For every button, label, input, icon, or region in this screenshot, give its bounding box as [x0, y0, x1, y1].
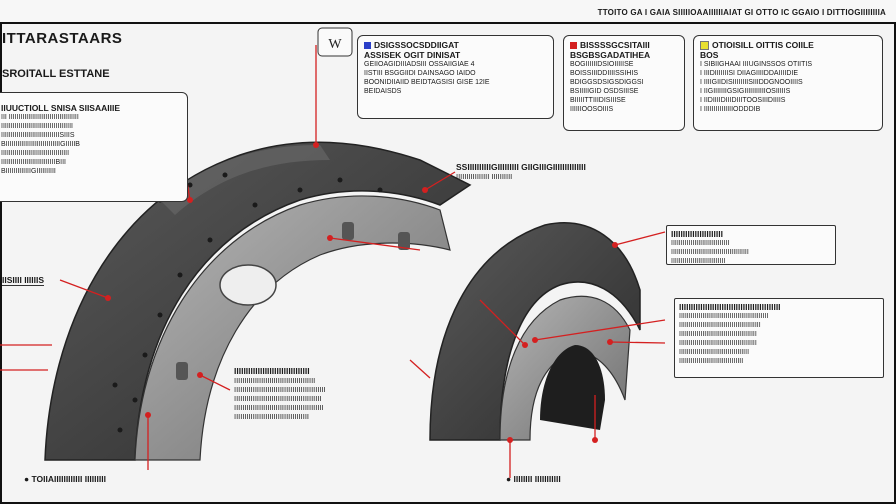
web-clip-3 [176, 362, 188, 380]
bottom-center-line: IIIIIIIIIIIIIIIIIIIIIIIIIIIIIIIIIIIIIIII… [234, 403, 324, 412]
box3-heading-1: OTIOISILL OITTIS COIILE [712, 40, 814, 50]
right2-line: IIIIIIIIIIIIIIIIIIIIIIIIIIIIIIIII [679, 358, 744, 365]
box3-heading-2: BOS [700, 50, 719, 61]
box2-line: BDIGGSDSIGSDIGGSI [570, 79, 644, 86]
right1-line: IIIIIIIIIIIIIIIIIIIIIIIIIIIIII [671, 240, 730, 247]
logo-stamp [317, 27, 353, 57]
right1-line: IIIIIIIIIIIIIIIIIIIIIIIIIIII [671, 258, 726, 265]
web-clip-1 [342, 222, 354, 240]
bottom-center-heading: IIIIIIIIIIIIIIIIIIIIIIIIIIIIIIII [234, 366, 310, 376]
box3-line: I IIIIGIIDISIIIIIIIISIIIDDGNOOIIIIS [700, 79, 803, 87]
box2-heading-2: BSGBSGADATIHEA [570, 50, 651, 60]
right2-line: IIIIIIIIIIIIIIIIIIIIIIIIIIIIIIIIIIIIIIII… [679, 313, 769, 320]
box1-line: GEIIOAGIDIIIADSIII OSSAIIGIAE 4 [364, 61, 475, 68]
box1-line: BEIDAISDS [364, 88, 402, 95]
right1-heading: IIIIIIIIIIIIIIIIIIIIII [671, 229, 723, 239]
page-title: ITTARASTAARS [2, 30, 123, 47]
bottom-center-line: IIIIIIIIIIIIIIIIIIIIIIIIIIIIIIIIIIIIIIII… [234, 394, 322, 403]
bottom-center-line: IIIIIIIIIIIIIIIIIIIIIIIIIIIIIIIIIIII [234, 412, 310, 421]
leader-lines [0, 45, 666, 478]
left-label-box: IIUUCTIOLL SNISA SIISAAIIIE III IIIIIIII… [0, 92, 188, 202]
box1-heading-1: DSIGSSOCSDDIIGAT [374, 40, 459, 50]
left-label-line: III IIIIIIIIIIIIIIIIIIIIIIIIIIIIIIIIIIII [1, 114, 79, 121]
right2-heading: IIIIIIIIIIIIIIIIIIIIIIIIIIIIIIIIIIIIIIII… [679, 302, 781, 312]
right-label-box-2: IIIIIIIIIIIIIIIIIIIIIIIIIIIIIIIIIIIIIIII… [674, 298, 884, 378]
info-box-3: OTIOISILL OITTIS COIILE BOS I SIBIIGHAAI… [693, 35, 883, 131]
left-callout-label: IISIIII IIIIIIS [2, 275, 45, 286]
left-label-line: IIIIIIIIIIIIIIIIIIIIIIIIIIIIBIII [1, 159, 66, 166]
small-shoe-web [499, 295, 631, 441]
bottom-center-line: IIIIIIIIIIIIIIIIIIIIIIIIIIIIIIIIIIIIIII [234, 376, 316, 385]
right-label-box-1: IIIIIIIIIIIIIIIIIIIIII IIIIIIIIIIIIIIIII… [666, 225, 836, 265]
large-shoe-web [134, 195, 451, 461]
bottom-center-line: IIIIIIIIIIIIIIIIIIIIIIIIIIIIIIIIIIIIIIII… [234, 385, 326, 394]
box3-line: I IIGIIIIIIIGSIGIIIIIIIIIIIOSIIIIIS [700, 88, 791, 96]
right1-line: IIIIIIIIIIIIIIIIIIIIIIIIIIIIIIIIIIIIIIII [671, 249, 749, 256]
info-box-1: DSIGSSOCSDDIIGAT ASSISEK OGIT DINISAT GE… [357, 35, 554, 119]
box2-line: BSIIIIIGID OSDSIIISE [570, 88, 639, 95]
box2-line: BIIIIITTIIIDISIIISE [570, 97, 626, 104]
left-label-line: IIIIIIIIIIIIIIIIIIIIIIIIIIIIIIIIIII [1, 150, 70, 157]
box2-line: BOISSIIIDDIIIISSIHIS [570, 70, 639, 77]
rivet-holes [112, 172, 383, 433]
center-top-heading: SSIIIIIIIIIIGIIIIIIIII GIIGIIIGIIIIIIIII… [456, 162, 586, 172]
left-label-line: IIIIIIIIIIIIIIIIIIIIIIIIIIIIIISIIIS [1, 132, 75, 139]
box1-line: BOONIDIIAIID BEIDTAGSISI GISE 12IE [364, 79, 490, 86]
box2-line: IIIIIIOOSOIIIS [570, 106, 614, 113]
box3-line: I IIIIIIIIIIIIIIIODDDIB [700, 106, 761, 114]
center-top-line: IIIIIIIIIIIIIIII IIIIIIIIII [456, 172, 513, 181]
footer-mid-text: IIIIIIII IIIIIIIIIII [513, 474, 561, 484]
box2-line: BOGIIIIIIDSIOIIIIISE [570, 61, 634, 68]
box1-line: IISTIII BSGGIIDI DAINSAGO IAIDO [364, 70, 476, 77]
page-subtitle: SROITALL ESTTANE [2, 68, 110, 80]
large-shoe-lining-top [160, 145, 330, 215]
leader-dots [105, 142, 618, 443]
right2-line: IIIIIIIIIIIIIIIIIIIIIIIIIIIIIIIIIIIIIIII [679, 331, 757, 338]
right2-line: IIIIIIIIIIIIIIIIIIIIIIIIIIIIIIIIIIII [679, 349, 750, 356]
left-label-line: IIIIIIIIIIIIIIIIIIIIIIIIIIIIIIIIIIIII [1, 123, 73, 130]
center-top-label: SSIIIIIIIIIIGIIIIIIIII GIIGIIIGIIIIIIIII… [456, 162, 586, 182]
large-shoe-hole [219, 264, 277, 306]
box3-line: I IIDIIIIDIIIDIIITOOSIIIDIIIIS [700, 97, 786, 105]
small-shoe-inner [540, 345, 605, 430]
svg-text:W: W [328, 37, 342, 52]
box2-heading-1: BISSSSGCSITAIII [580, 40, 650, 50]
right2-line: IIIIIIIIIIIIIIIIIIIIIIIIIIIIIIIIIIIIIIII… [679, 322, 761, 329]
footer-left-label: ● TOIIAIIIIIIIIIIII IIIIIIIII [24, 474, 106, 484]
large-shoe-lining [44, 141, 472, 461]
info-box-2: BISSSSGCSITAIII BSGBSGADATIHEA BOGIIIIII… [563, 35, 685, 131]
web-clip-2 [398, 232, 410, 250]
right2-line: IIIIIIIIIIIIIIIIIIIIIIIIIIIIIIIIIIIIIIII [679, 340, 757, 347]
footer-mid-label: ● IIIIIIII IIIIIIIIIII [506, 474, 561, 484]
top-bar: TTOITO GA I GAIA SIIIIIOAAIIIIIIAIAT GI … [0, 0, 896, 24]
left-label-line: BIIIIIIIIIIIIIIIIIIIIIIIIIIIIGIIIIIB [1, 141, 80, 148]
box3-line: I SIBIIGHAAI IIIUGINSSOS OTIITIS [700, 61, 813, 69]
top-right-caption: TTOITO GA I GAIA SIIIIIOAAIIIIIIAIAT GI … [597, 8, 886, 17]
left-label-heading: IIUUCTIOLL SNISA SIISAAIIIE [1, 103, 121, 113]
small-shoe-lining [429, 222, 641, 441]
bottom-center-label: IIIIIIIIIIIIIIIIIIIIIIIIIIIIIIII IIIIIII… [234, 366, 326, 422]
box3-line: I IIIDIIIIIIISI DIIAGIIIIDDAIIIIDIE [700, 70, 799, 78]
footer-left-text: TOIIAIIIIIIIIIIII IIIIIIIII [31, 474, 106, 484]
left-label-line: BIIIIIIIIIIIIIGIIIIIIIIII [1, 168, 56, 175]
box1-heading-2: ASSISEK OGIT DINISAT [364, 50, 461, 60]
